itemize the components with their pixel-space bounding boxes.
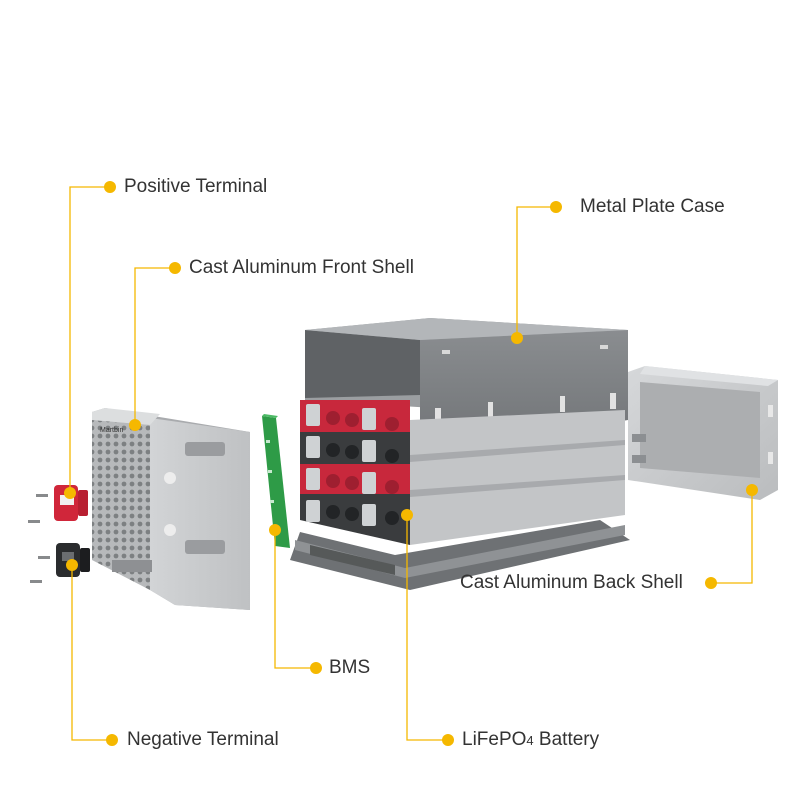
brand-mark-text: Martbin: [100, 427, 123, 434]
label-metal-plate-case: Metal Plate Case: [580, 196, 725, 217]
dot-positive-terminal-part: [64, 487, 76, 499]
label-positive-terminal: Positive Terminal: [124, 176, 268, 197]
leader-metal-plate-case: [516, 206, 556, 338]
leader-dots: [64, 181, 758, 746]
dot-metal-plate-case-label: [550, 201, 562, 213]
label-cast-aluminum-back-shell: Cast Aluminum Back Shell: [460, 572, 683, 593]
leader-back-shell: [711, 490, 753, 584]
dot-bms-part: [269, 524, 281, 536]
leader-positive-terminal: [69, 186, 110, 493]
base-tray-part: [290, 520, 630, 590]
label-bms: BMS: [329, 657, 371, 678]
label-lifepo4-battery: LiFePO4 Battery: [462, 729, 599, 752]
cast-aluminum-back-shell-part: [628, 366, 778, 500]
dot-metal-plate-case-part: [511, 332, 523, 344]
dot-back-shell-label: [705, 577, 717, 589]
leader-lifepo4-battery: [406, 515, 448, 741]
negative-terminal-part: [30, 543, 90, 583]
dot-negative-terminal-label: [106, 734, 118, 746]
lifepo4-subscript: 4: [526, 733, 534, 748]
dot-front-shell-part: [129, 419, 141, 431]
leader-negative-terminal: [71, 565, 112, 741]
dot-lifepo4-part: [401, 509, 413, 521]
cast-aluminum-front-shell-part: Martbin: [92, 408, 250, 610]
leader-front-shell: [134, 267, 175, 425]
lifepo4-suffix-text: Battery: [533, 729, 600, 750]
dot-back-shell-part: [746, 484, 758, 496]
leader-bms: [274, 530, 316, 669]
positive-terminal-part: [28, 485, 88, 523]
dot-positive-terminal-label: [104, 181, 116, 193]
leader-lines: [69, 186, 753, 741]
lifepo4-battery-pack: [300, 400, 625, 545]
dot-bms-label: [310, 662, 322, 674]
dot-negative-terminal-part: [66, 559, 78, 571]
dot-front-shell-label: [169, 262, 181, 274]
label-negative-terminal: Negative Terminal: [127, 729, 279, 750]
label-cast-aluminum-front-shell: Cast Aluminum Front Shell: [189, 257, 414, 278]
lifepo4-main-text: LiFePO: [462, 729, 527, 750]
dot-lifepo4-label: [442, 734, 454, 746]
